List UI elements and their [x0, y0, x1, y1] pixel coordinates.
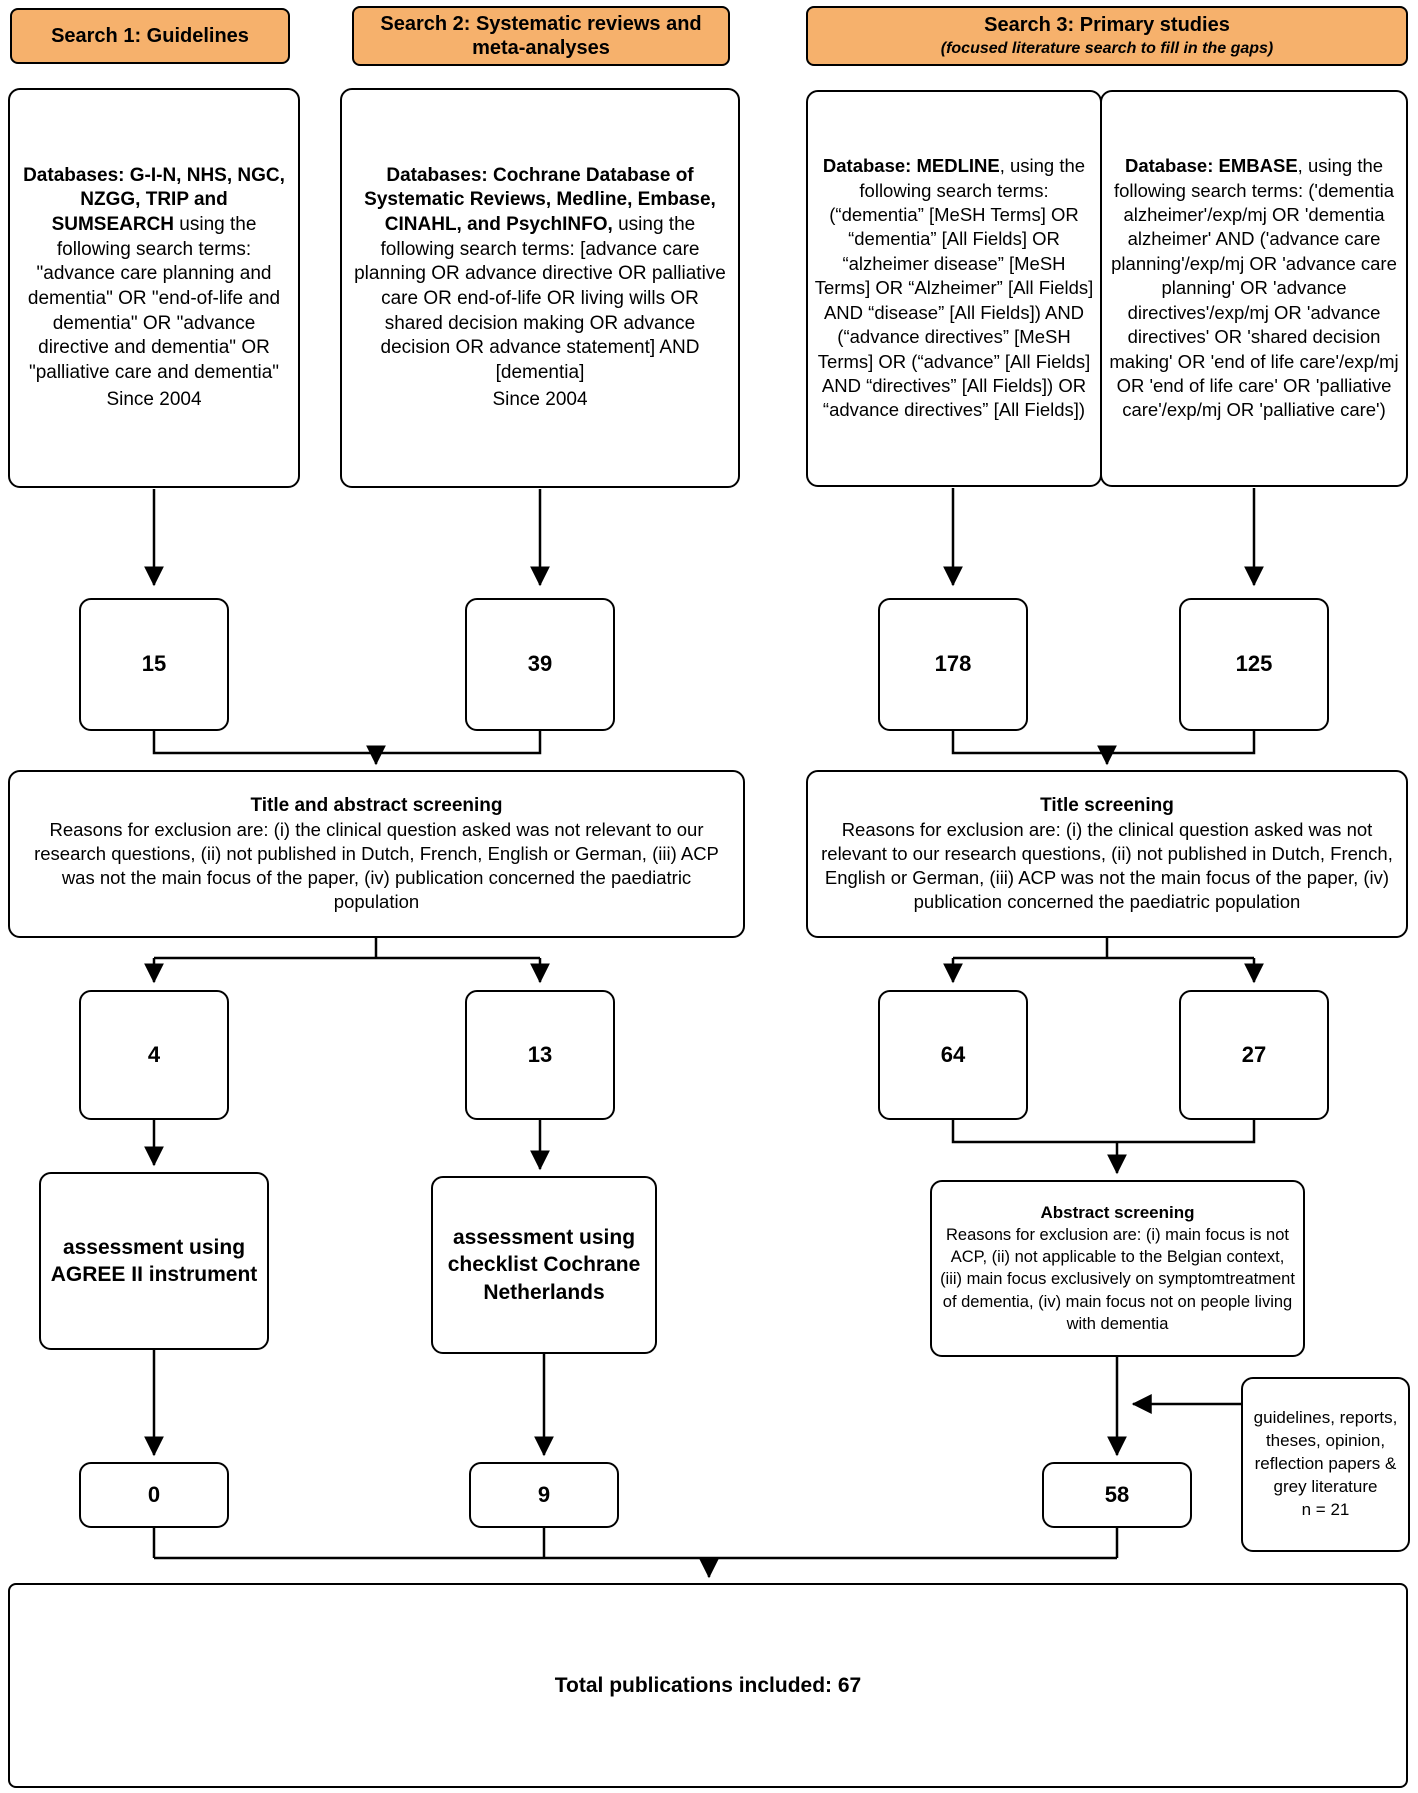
count-search1-included: 0 [79, 1462, 229, 1528]
count-search2-included: 9 [469, 1462, 619, 1528]
header-search1-title: Search 1: Guidelines [51, 25, 249, 47]
agree-assessment-box: assessment using AGREE II instrument [39, 1172, 269, 1350]
count-search1-results-value: 15 [141, 651, 167, 677]
total-included-label: Total publications included: 67 [554, 1673, 862, 1697]
search1-terms: using the following search terms: "advan… [27, 213, 281, 384]
count-search1-results: 15 [79, 598, 229, 731]
cochrane-assessment-label: assessment using checklist Cochrane Neth… [447, 1226, 641, 1304]
medline-terms: , using the following search terms: (“de… [814, 155, 1094, 421]
header-search2-title: Search 2: Systematic reviews and meta-an… [380, 13, 702, 59]
search2-databases-text: Databases: Cochrane Database of Systemat… [350, 164, 730, 413]
abstract-screening-box: Abstract screening Reasons for exclusion… [930, 1180, 1305, 1357]
count-embase-after-screening-value: 27 [1241, 1041, 1267, 1067]
grey-literature-note-box: guidelines, reports, theses, opinion, re… [1241, 1377, 1410, 1552]
search1-since: Since 2004 [106, 388, 202, 410]
count-embase-results: 125 [1179, 598, 1329, 731]
header-search1: Search 1: Guidelines [10, 8, 290, 64]
total-included-box: Total publications included: 67 [8, 1583, 1408, 1788]
search2-databases-box: Databases: Cochrane Database of Systemat… [340, 88, 740, 488]
grey-literature-note-count: n = 21 [1301, 1499, 1350, 1519]
count-medline-results: 178 [878, 598, 1028, 731]
embase-database-text: Database: EMBASE, using the following se… [1108, 154, 1400, 422]
search2-terms: using the following search terms: [advan… [354, 213, 726, 384]
count-search3-included: 58 [1042, 1462, 1192, 1528]
search2-since: Since 2004 [492, 388, 588, 410]
medline-database-text: Database: MEDLINE, using the following s… [814, 154, 1094, 422]
title-abstract-screening-box: Title and abstract screening Reasons for… [8, 770, 745, 938]
count-search2-after-screening: 13 [465, 990, 615, 1120]
title-abstract-screening-body: Reasons for exclusion are: (i) the clini… [34, 819, 719, 913]
embase-database-box: Database: EMBASE, using the following se… [1100, 90, 1408, 487]
grey-literature-note-text: guidelines, reports, theses, opinion, re… [1253, 1408, 1398, 1496]
count-search2-after-screening-value: 13 [527, 1041, 553, 1067]
count-medline-results-value: 178 [934, 651, 972, 677]
header-search3: Search 3: Primary studies (focused liter… [806, 6, 1408, 66]
header-search3-subtitle: (focused literature search to fill in th… [940, 40, 1274, 58]
count-embase-after-screening: 27 [1179, 990, 1329, 1120]
embase-terms: , using the following search terms: ('de… [1109, 155, 1399, 421]
count-medline-after-screening: 64 [878, 990, 1028, 1120]
count-medline-after-screening-value: 64 [940, 1041, 966, 1067]
medline-database-box: Database: MEDLINE, using the following s… [806, 90, 1102, 487]
title-screening-box: Title screening Reasons for exclusion ar… [806, 770, 1408, 938]
medline-database-bold: Database: MEDLINE [822, 155, 1000, 177]
header-search3-title: Search 3: Primary studies [984, 14, 1230, 37]
embase-database-bold: Database: EMBASE [1124, 155, 1298, 177]
count-search2-results: 39 [465, 598, 615, 731]
title-screening-title: Title screening [1040, 794, 1174, 816]
search1-databases-box: Databases: G-I-N, NHS, NGC, NZGG, TRIP a… [8, 88, 300, 488]
count-search2-included-value: 9 [537, 1481, 551, 1507]
count-search1-included-value: 0 [147, 1481, 161, 1507]
title-screening-body: Reasons for exclusion are: (i) the clini… [821, 819, 1393, 913]
count-embase-results-value: 125 [1235, 651, 1273, 677]
cochrane-assessment-box: assessment using checklist Cochrane Neth… [431, 1176, 657, 1354]
header-search2: Search 2: Systematic reviews and meta-an… [352, 6, 730, 66]
search1-databases-text: Databases: G-I-N, NHS, NGC, NZGG, TRIP a… [18, 164, 290, 413]
abstract-screening-body: Reasons for exclusion are: (i) main focu… [940, 1225, 1295, 1333]
search2-databases-bold: Databases: Cochrane Database of Systemat… [364, 164, 716, 235]
count-search1-after-screening: 4 [79, 990, 229, 1120]
abstract-screening-title: Abstract screening [1040, 1202, 1195, 1222]
search1-databases-bold: Databases: G-I-N, NHS, NGC, NZGG, TRIP a… [23, 164, 285, 235]
title-abstract-screening-title: Title and abstract screening [250, 794, 503, 816]
count-search2-results-value: 39 [527, 651, 553, 677]
agree-assessment-label: assessment using AGREE II instrument [50, 1235, 258, 1286]
count-search1-after-screening-value: 4 [147, 1041, 161, 1067]
count-search3-included-value: 58 [1104, 1481, 1130, 1507]
